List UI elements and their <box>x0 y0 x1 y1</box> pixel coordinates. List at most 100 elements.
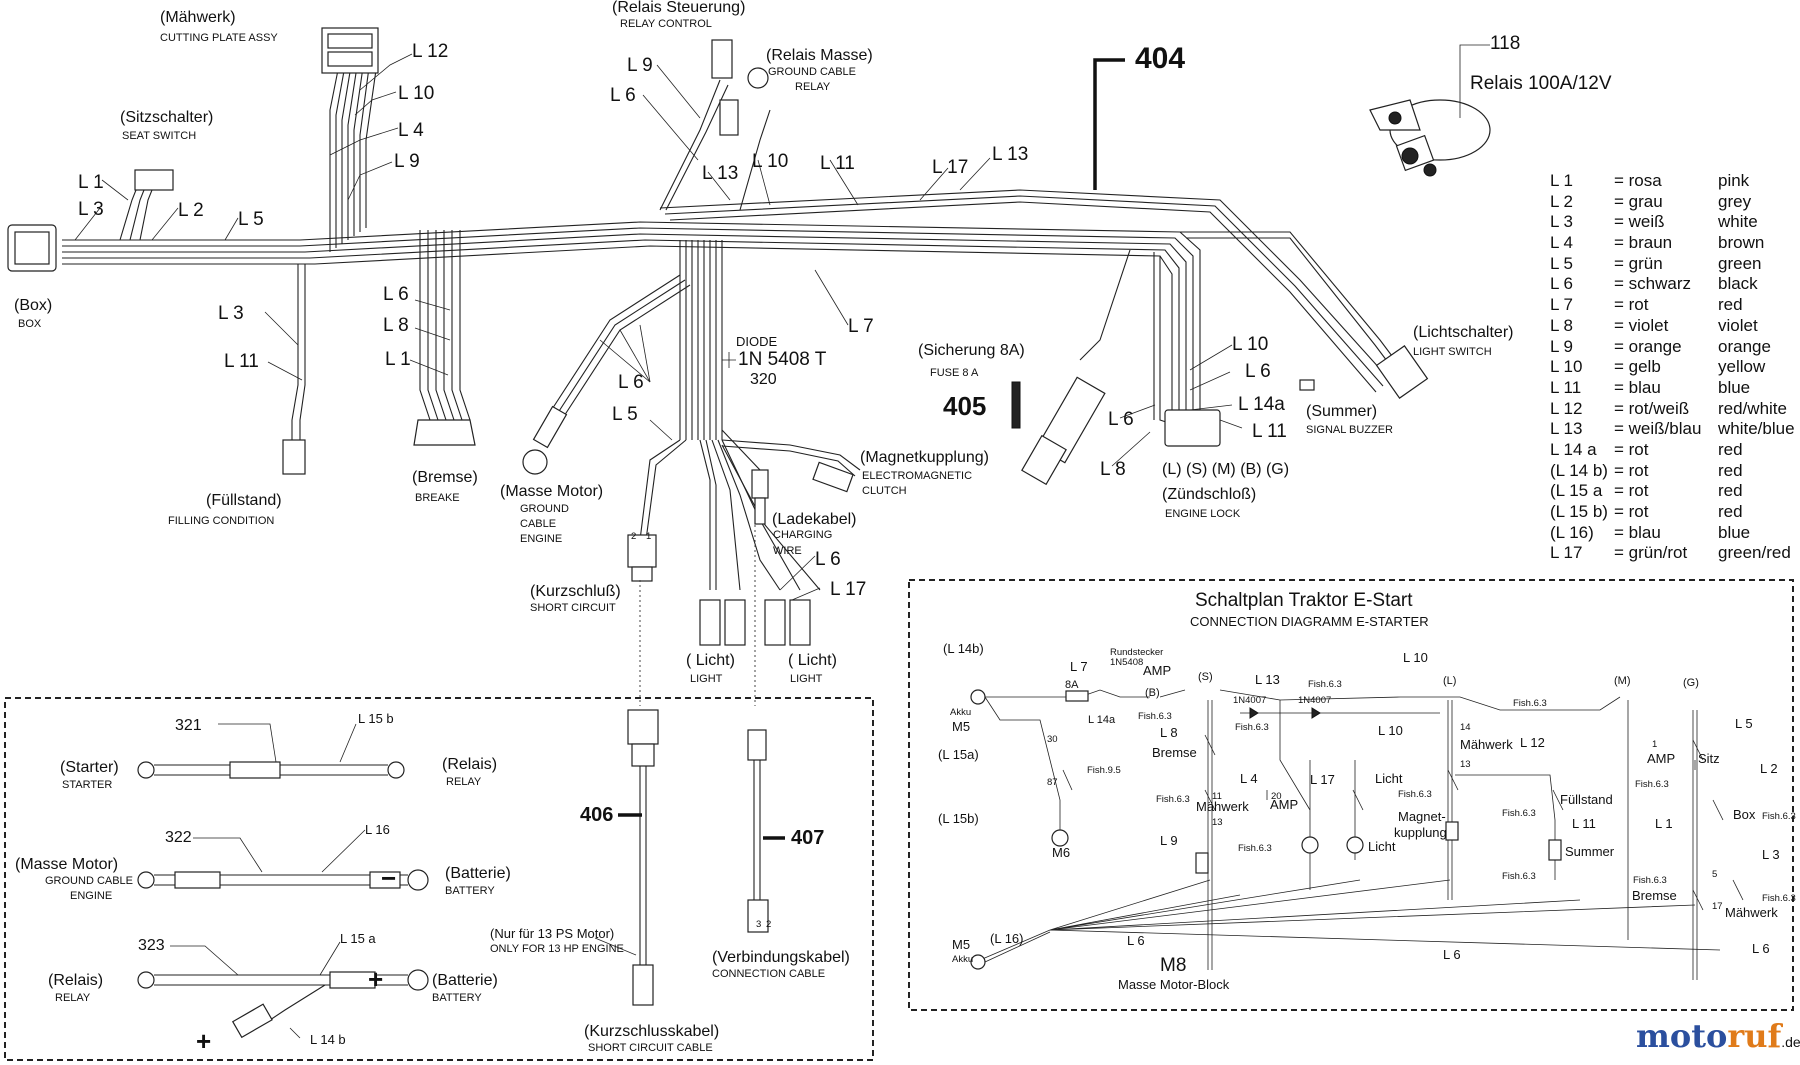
relay2-label-de: (Relais) <box>48 972 104 989</box>
s-l6a: L 6 <box>1127 933 1145 948</box>
legend-de: = rot/weiß <box>1614 398 1690 418</box>
s-rund1: Rundstecker <box>1110 647 1164 658</box>
s-l1: L 1 <box>1655 816 1673 831</box>
starter-label-de: (Starter) <box>60 759 119 776</box>
minus-sign: − <box>381 863 397 893</box>
clutch-label-de: (Magnetkupplung) <box>860 449 989 466</box>
legend-de: = rot <box>1614 295 1649 315</box>
brake-label-de: (Bremse) <box>412 469 478 486</box>
s-l3: L 3 <box>1762 847 1780 862</box>
s-maehwerk2: Mähwerk <box>1460 737 1513 752</box>
legend-de: = braun <box>1614 233 1673 253</box>
s-fish12: Fish.6.3 <box>1762 893 1796 904</box>
relay1-label-en: RELAY <box>446 776 482 788</box>
legend-en: yellow <box>1718 357 1766 377</box>
s-8a: 8A <box>1065 679 1079 691</box>
seat-switch-label-en: SEAT SWITCH <box>122 130 197 142</box>
s-l5: L 5 <box>1735 716 1753 731</box>
s-l8: L 8 <box>1160 725 1178 740</box>
pin-3: 3 <box>756 919 762 930</box>
wire-tag-l4: L 4 <box>398 120 424 141</box>
motor-ground-eyelet <box>522 449 548 475</box>
diode-symbol <box>722 352 736 368</box>
s-fish10: Fish.6.3 <box>1762 811 1796 822</box>
legend-en: grey <box>1718 191 1752 211</box>
pin-2: 2 <box>766 919 772 930</box>
light-switch-label-en: LIGHT SWITCH <box>1413 346 1492 358</box>
light1-label-en: LIGHT <box>690 673 723 685</box>
wire-tag-l3: L 3 <box>78 199 104 220</box>
s-l15b: (L 15b) <box>938 811 979 826</box>
s-l7: L 7 <box>1070 659 1088 674</box>
legend-code: (L 16) <box>1550 522 1594 542</box>
wire-tag-l13b: L 13 <box>992 144 1029 165</box>
legend-en: brown <box>1718 233 1765 253</box>
s-d2: 1N4007 <box>1298 695 1332 706</box>
s-fish1: Fish.6.3 <box>1138 711 1172 722</box>
wire-tag-l8: L 8 <box>383 315 409 336</box>
diode-label-2: 1N 5408 T <box>738 349 827 370</box>
light-connector-1 <box>699 599 721 646</box>
legend-en: red <box>1718 481 1743 501</box>
s-bremse2: Bremse <box>1632 888 1677 903</box>
s-l13: L 13 <box>1255 672 1280 687</box>
buzzer-label-de: (Summer) <box>1306 403 1378 420</box>
motor-ground2-label-de: (Masse Motor) <box>15 856 119 873</box>
legend-de: = weiß/blau <box>1614 419 1702 439</box>
cable-323-tag-b: L 14 b <box>310 1032 346 1047</box>
s-fish6: Fish.6.3 <box>1156 794 1190 805</box>
plus-sign-1: + <box>196 1026 212 1056</box>
wire-tag-l10c: L 10 <box>1232 334 1269 355</box>
fill-label-de: (Füllstand) <box>206 492 282 509</box>
wire-tag-l17: L 17 <box>932 157 969 178</box>
fill-sensor-connector <box>282 439 306 475</box>
s-n87: 87 <box>1047 777 1058 788</box>
s-l4: L 4 <box>1240 771 1258 786</box>
harness-components <box>7 27 1491 646</box>
legend-code: L 1 <box>1550 171 1574 190</box>
schematic-title-en: CONNECTION DIAGRAMM E-STARTER <box>1190 614 1429 629</box>
s-b: (B) <box>1145 687 1160 699</box>
legend-row: L 12 = rot/weiß red/white <box>1550 399 1790 420</box>
callout-118: 118 <box>1490 33 1521 54</box>
seat-switch-connector <box>134 169 174 191</box>
brake-label-en: BREAKE <box>415 492 460 504</box>
short-circuit-label-en: SHORT CIRCUIT <box>530 602 616 614</box>
relay-control-label-de: (Relais Steuerung) <box>612 0 746 16</box>
legend-de: = schwarz <box>1614 274 1691 294</box>
s-n30: 30 <box>1047 734 1058 745</box>
s-m5b: M5 <box>952 937 971 952</box>
cables-406-407 <box>594 525 785 1006</box>
relay1-label-de: (Relais) <box>442 756 498 773</box>
legend-en: blue <box>1718 522 1751 542</box>
callout-321: 321 <box>175 717 202 734</box>
s-s: (S) <box>1198 671 1213 683</box>
wire-tag-l5: L 5 <box>238 209 264 230</box>
connection-cable-label-de: (Verbindungskabel) <box>712 949 850 966</box>
legend-code: L 12 <box>1550 398 1583 418</box>
s-n14: 14 <box>1460 722 1471 733</box>
ignition-label-en: ENGINE LOCK <box>1165 508 1241 520</box>
legend-en: red/white <box>1718 398 1787 418</box>
legend-de: = rosa <box>1614 171 1662 190</box>
legend-en: white/blue <box>1718 419 1795 439</box>
s-fish7: Fish.6.3 <box>1238 843 1272 854</box>
s-fish5: Fish.6.3 <box>1502 871 1536 882</box>
legend-de: = grün/rot <box>1614 543 1688 563</box>
legend-de: = orange <box>1614 336 1682 356</box>
s-akku2: Akku <box>952 954 974 965</box>
light-switch-label-de: (Lichtschalter) <box>1413 324 1514 341</box>
motor-ground2-label-en2: ENGINE <box>70 890 113 902</box>
legend-code: L 10 <box>1550 357 1583 377</box>
legend-en: red <box>1718 439 1743 459</box>
